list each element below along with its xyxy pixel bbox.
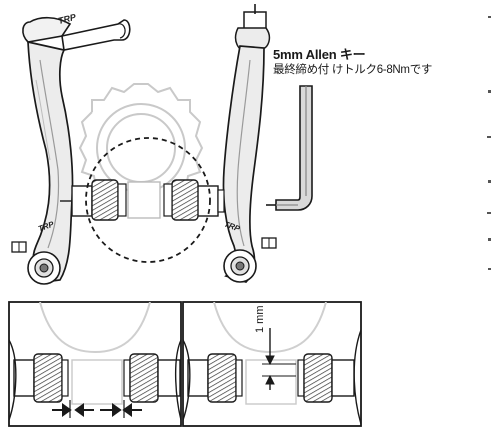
right-brake-arm (127, 4, 277, 283)
allen-key-icon (266, 85, 313, 211)
detail-panel-left (8, 301, 182, 427)
gap-label: 1 mm (254, 305, 266, 334)
allen-key-label: 5mm Allen キー (273, 47, 366, 62)
detail-panel-right (182, 301, 362, 427)
hub-outline (78, 83, 204, 193)
margin-marks (487, 16, 491, 270)
left-brake-arm (11, 16, 131, 285)
torque-note: 最終締め付 けトルク6-8Nmです (273, 64, 433, 76)
detail-circle (85, 137, 211, 263)
gap-arrows (52, 400, 142, 418)
gap-dimension (262, 328, 296, 390)
